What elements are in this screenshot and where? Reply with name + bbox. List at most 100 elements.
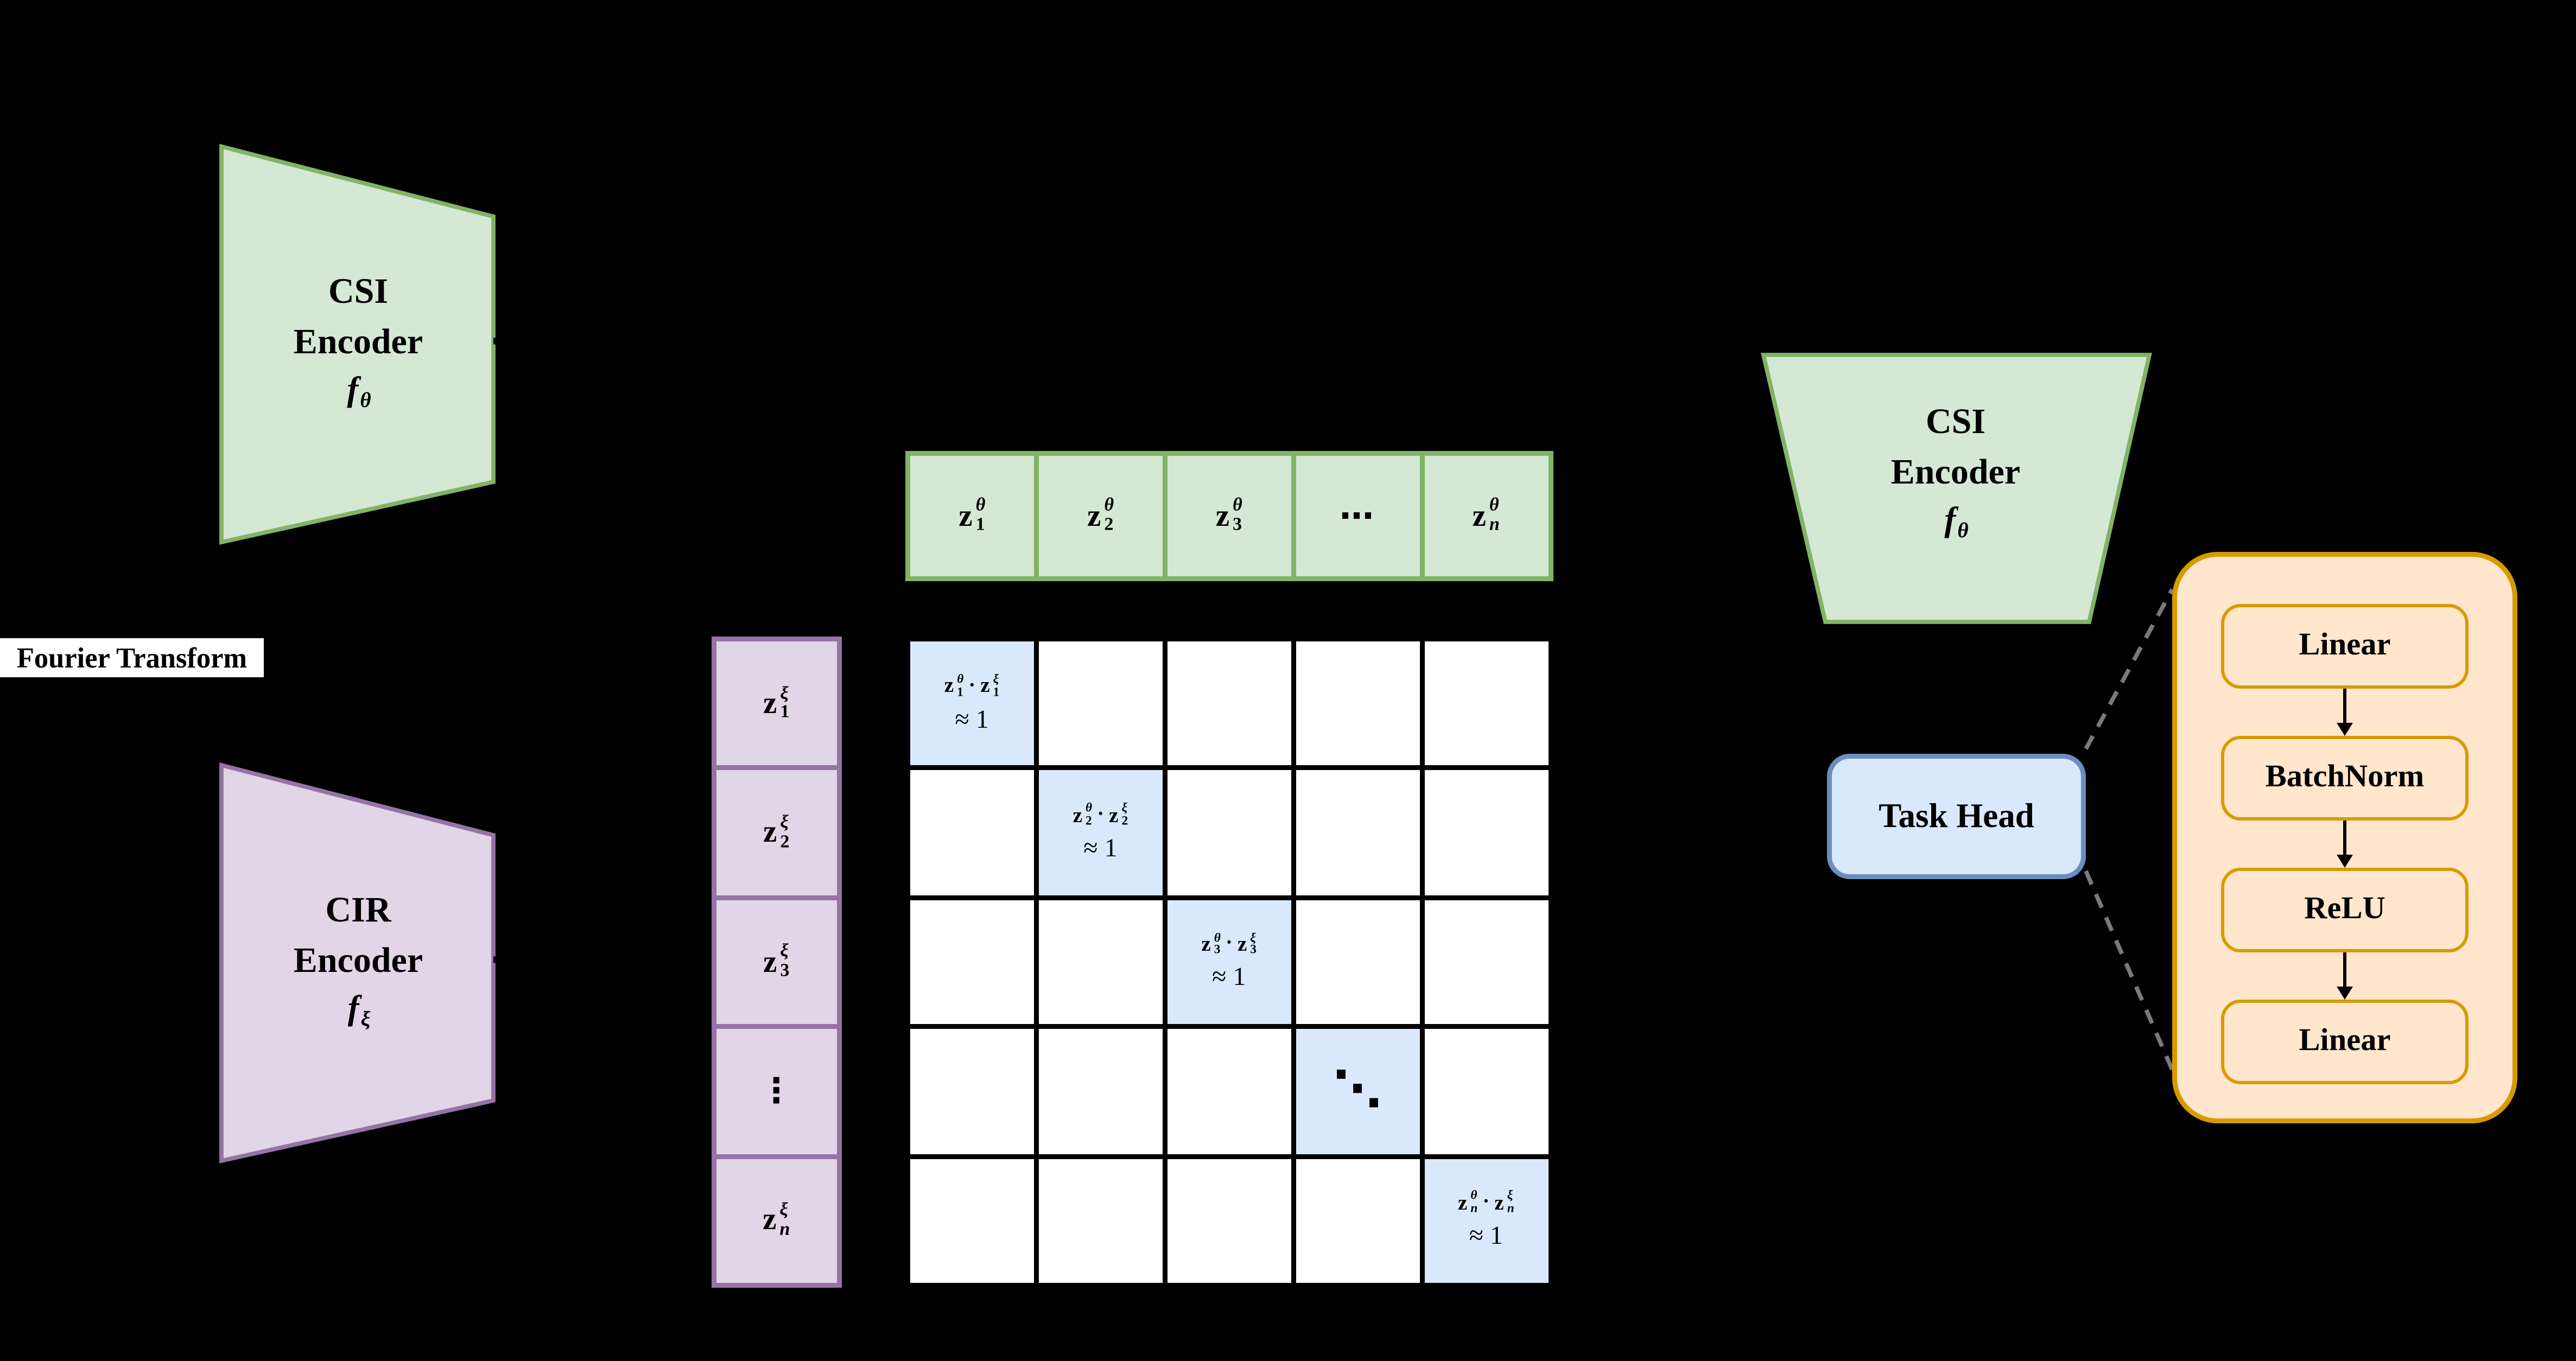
approx-one-label: ≈ 1 [1469,1223,1503,1251]
task-head-box: Task Head [1827,754,2086,879]
layer-label: BatchNorm [2265,760,2425,794]
csi-encoder-right-title-line2: Encoder [1890,451,2021,492]
layer-label: ReLU [2304,892,2385,926]
csi-encoder-title-line1: CSI [328,270,389,311]
matrix-cell [1167,1029,1291,1154]
cir-embedding-cell: ⋮ [716,1029,836,1154]
dot-operator: · [1097,801,1105,826]
csi-embedding-cell: ⋯ [1296,456,1419,576]
csi-encoder-right-trapezoid [1761,353,2152,624]
dot-operator: · [1482,1189,1490,1214]
matrix-cell [910,900,1034,1025]
matrix-cell [1295,770,1420,895]
matrix-diagonal-cell: ⋱ [1295,1029,1420,1154]
cir-encoder-title-line1: CIR [325,889,391,930]
connector-stub-csi [493,338,503,345]
connector-stub-cir [493,956,503,963]
task-head-layer-box: Linear [2221,1000,2469,1084]
matrix-cell [1167,770,1291,895]
matrix-cell [1038,641,1163,766]
approx-one-label: ≈ 1 [1212,964,1246,993]
matrix-cell [910,1029,1034,1154]
ellipsis-horizontal-icon: ⋯ [1340,495,1376,535]
ellipsis-vertical-icon: ⋮ [759,1071,794,1110]
csi-encoder-right-title-line1: CSI [1925,400,1986,441]
matrix-cell [1424,770,1549,895]
arrowhead-icon [1087,438,1105,453]
csi-encoder-trapezoid [219,143,496,545]
matrix-cell [1167,641,1291,766]
matrix-cell [1295,641,1420,766]
ellipsis-diagonal-icon: ⋱ [1333,1062,1382,1120]
dot-operator: · [1225,930,1233,955]
dot-operator: · [968,671,976,696]
matrix-cell [1424,1029,1549,1154]
matrix-cell [1424,900,1549,1025]
connector-stub-taskhead-top [1952,749,1960,754]
cir-encoder-title-line2: Encoder [293,939,423,981]
task-head-layer-box: Linear [2221,604,2469,689]
matrix-cell [1167,1158,1291,1283]
csi-encoder-title-line2: Encoder [293,321,423,362]
dashed-connector-top [2084,588,2174,750]
dashed-connector-bottom [2084,870,2174,1071]
task-head-layer-box: BatchNorm [2221,736,2469,821]
cir-encoder-trapezoid [219,762,496,1163]
matrix-cell [1038,1158,1163,1283]
down-arrow-icon [2337,689,2353,736]
matrix-cell [910,770,1034,895]
matrix-cell [1424,641,1549,766]
matrix-cell [1038,1029,1163,1154]
matrix-cell [910,1158,1034,1283]
down-arrow-icon [2337,821,2353,868]
fourier-transform-label: Fourier Transform [0,638,264,677]
matrix-cell [1295,900,1420,1025]
layer-label: Linear [2299,1024,2391,1058]
down-arrow-icon [2337,952,2353,1000]
approx-one-label: ≈ 1 [1083,835,1118,863]
matrix-cell [1038,900,1163,1025]
approx-one-label: ≈ 1 [955,705,989,734]
matrix-cell [1295,1158,1420,1283]
